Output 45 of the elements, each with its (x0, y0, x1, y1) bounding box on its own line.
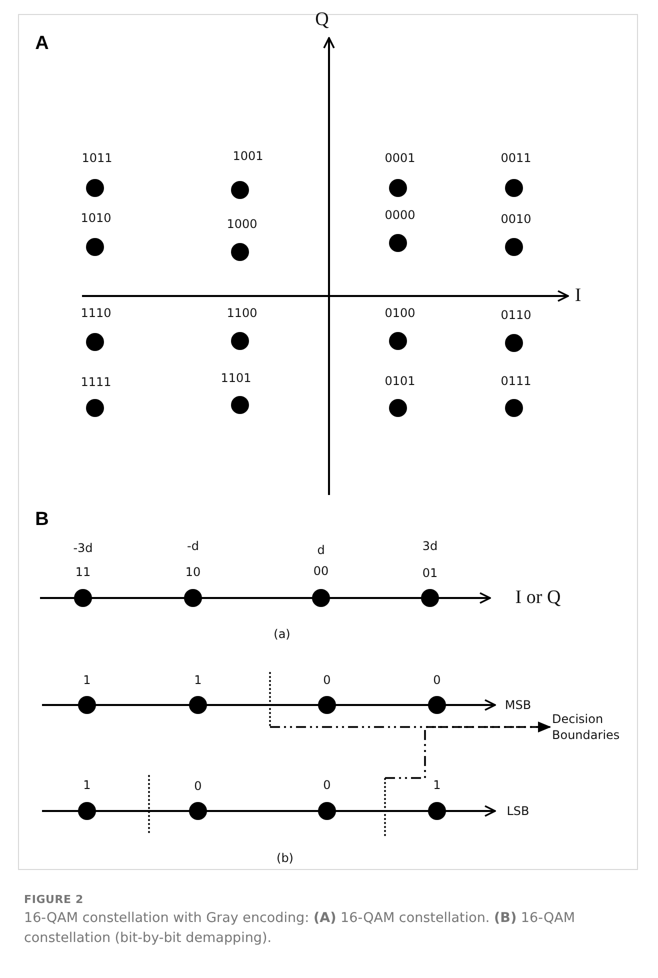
point-label: 1110 (80, 306, 112, 320)
point-label: 3d (422, 539, 438, 553)
point-label: 01 (422, 566, 438, 580)
point-label: 11 (75, 565, 91, 579)
point-label: 1101 (220, 371, 252, 385)
point-label: 1 (433, 778, 441, 792)
axis-label: I (574, 285, 582, 307)
point-label: 0100 (384, 306, 416, 320)
point-label: 00 (313, 564, 329, 578)
point-label: 1000 (226, 217, 258, 231)
point-label: 1001 (232, 149, 264, 163)
panel-label: B (35, 509, 49, 531)
point-label: 0110 (500, 308, 532, 322)
figure-number: FIGURE 2 (24, 893, 84, 906)
axis-label: MSB (504, 698, 532, 712)
point-label: 1 (83, 673, 91, 687)
annotation-text: Decision Boundaries (552, 711, 647, 743)
figure-caption: 16-QAM constellation with Gray encoding: (A) 16-QAM constellation. (B) 16-QAM constellation (bit-by-bit demapping). (24, 909, 576, 948)
subfigure-label: (b) (276, 851, 294, 865)
axis-label: I or Q (515, 587, 561, 609)
subfigure-label: (a) (274, 627, 290, 641)
point-label: 0101 (384, 374, 416, 388)
point-label: -3d (73, 541, 93, 555)
point-label: 1011 (82, 151, 112, 165)
axis-label: LSB (506, 804, 530, 818)
panel-label: A (35, 33, 49, 55)
axis-label: Q (315, 9, 329, 31)
point-label: d (317, 543, 325, 557)
point-label: 0 (433, 673, 441, 687)
point-label: 1010 (80, 211, 112, 225)
point-label: 1111 (80, 375, 112, 389)
point-label: 0011 (500, 151, 532, 165)
point-label: 10 (185, 565, 201, 579)
point-label: 0 (323, 673, 331, 687)
leader-arrow (385, 722, 552, 779)
point-label: 0111 (500, 374, 532, 388)
point-label: -d (187, 539, 199, 553)
point-label: 1 (194, 673, 202, 687)
point-label: 0 (323, 778, 331, 792)
point-label: 1100 (226, 306, 258, 320)
point-label: 0010 (500, 212, 532, 226)
point-label: 0 (194, 779, 202, 793)
point-label: 0001 (384, 151, 416, 165)
point-label: 0000 (384, 208, 416, 222)
point-label: 1 (83, 778, 91, 792)
